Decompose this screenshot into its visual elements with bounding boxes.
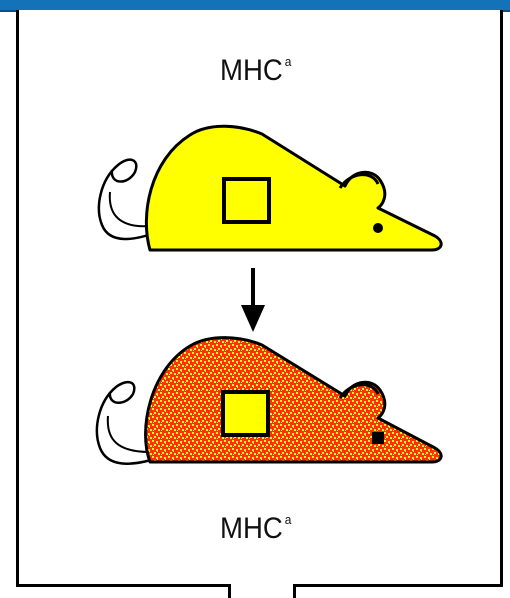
bottom-mhc-label-superscript: a [285, 512, 292, 527]
bottom-mhc-label-main: MHC [220, 512, 283, 545]
bottom-notch [228, 584, 296, 598]
